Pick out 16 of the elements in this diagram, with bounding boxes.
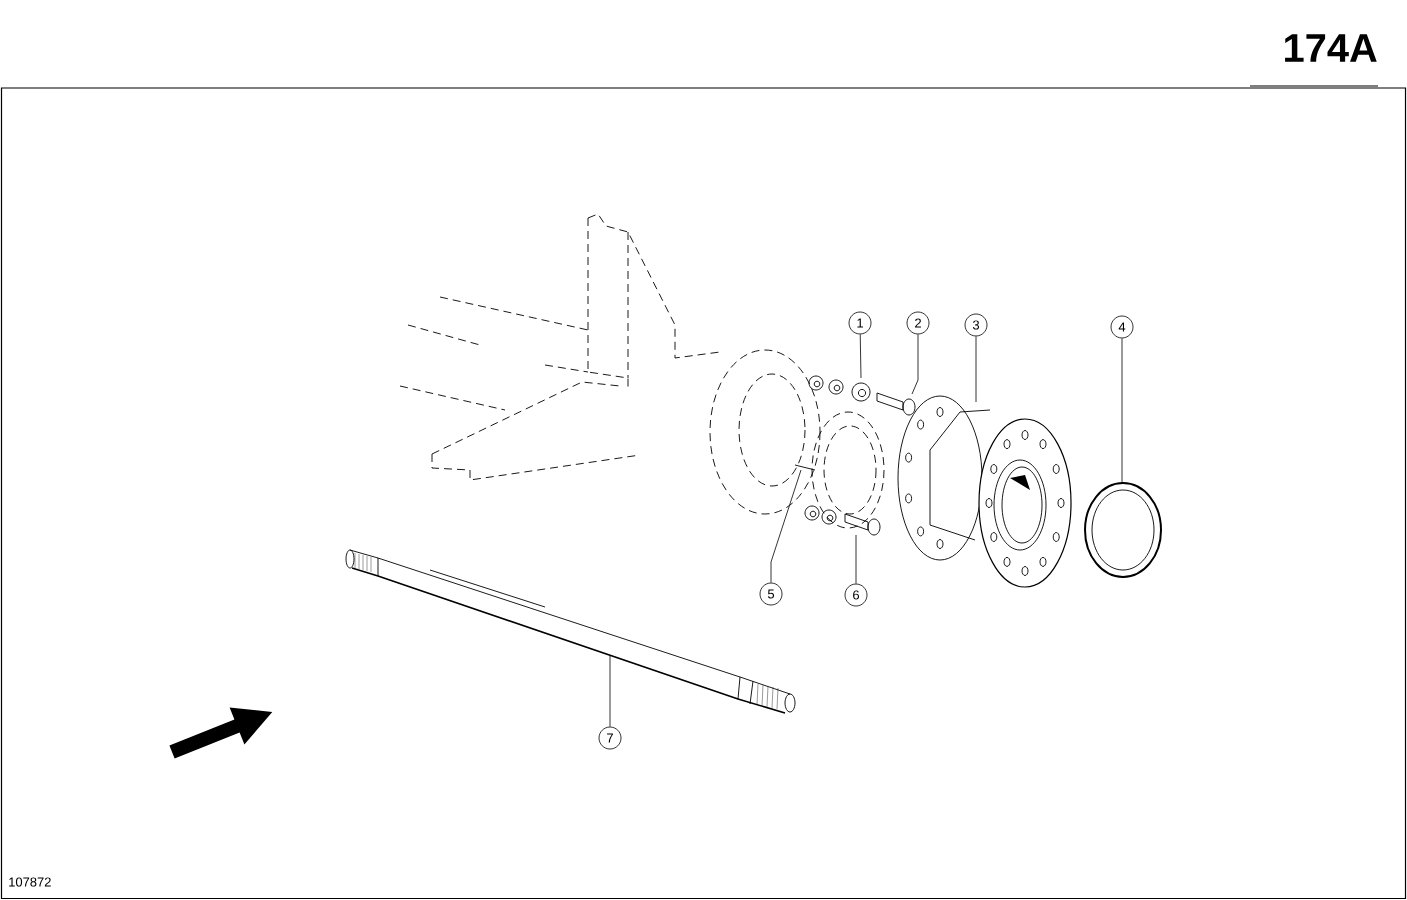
callout-number: 1 bbox=[848, 311, 872, 335]
leader-line bbox=[770, 469, 802, 583]
callout-number: 7 bbox=[598, 726, 622, 750]
callout-number: 2 bbox=[906, 311, 930, 335]
leader-line bbox=[609, 655, 611, 727]
callout-number: 3 bbox=[964, 313, 988, 337]
leader-line bbox=[911, 334, 919, 395]
drawing-number: 174A bbox=[1285, 34, 1377, 62]
leader-line bbox=[859, 334, 862, 379]
reference-number: 107872 bbox=[8, 877, 52, 887]
callout-number: 6 bbox=[844, 583, 868, 607]
leader-line bbox=[1121, 338, 1123, 484]
leader-line bbox=[855, 534, 857, 584]
callout-number: 4 bbox=[1110, 315, 1134, 339]
leader-line bbox=[975, 336, 977, 403]
callout-number: 5 bbox=[759, 582, 783, 606]
